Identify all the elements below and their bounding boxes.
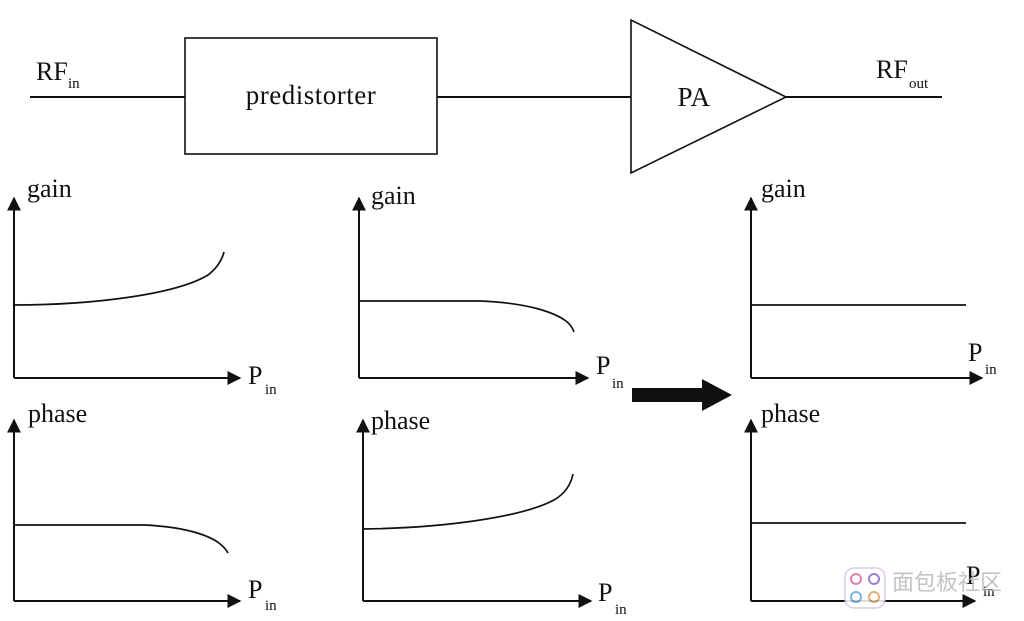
pa-amplifier-triangle	[630, 18, 788, 175]
phase-curve	[14, 524, 229, 554]
rf-out-label: RF	[876, 55, 908, 84]
x-axis-subscript: in	[612, 376, 624, 392]
rf-out-subscript: out	[909, 76, 929, 92]
y-axis-label: gain	[371, 181, 416, 210]
y-axis-label: gain	[27, 174, 72, 203]
watermark-logo: 面包板社区	[844, 567, 1002, 609]
predistorter-block	[184, 37, 438, 155]
x-axis-subscript: in	[985, 362, 997, 378]
predistorter-phase-plot: phase P in	[6, 399, 277, 614]
y-axis-label: gain	[761, 174, 806, 203]
block-diagram: RF in predistorter PA RF out	[30, 18, 942, 175]
x-axis-label: P	[596, 351, 610, 380]
gain-compression-curve	[359, 300, 575, 333]
y-axis-label: phase	[761, 399, 820, 428]
x-axis-subscript: in	[615, 602, 627, 618]
pa-label: PA	[677, 82, 710, 112]
watermark-text: 面包板社区	[892, 571, 1002, 596]
x-axis-label: P	[248, 361, 262, 390]
pa-gain-plot: gain P in	[352, 181, 624, 392]
rf-in-subscript: in	[68, 76, 80, 92]
gain-expansion-curve	[13, 251, 225, 306]
x-axis-label: P	[968, 338, 982, 367]
linearized-gain-plot: gain P in	[744, 174, 997, 385]
phase-curve	[362, 473, 574, 530]
x-axis-subscript: in	[983, 584, 995, 600]
x-axis-label: P	[966, 561, 980, 590]
predistorter-label: predistorter	[246, 80, 376, 110]
rf-in-label: RF	[36, 57, 68, 86]
x-axis-label: P	[248, 575, 262, 604]
watermark-logo-icon	[844, 567, 886, 609]
pa-phase-plot: phase P in	[356, 406, 627, 618]
x-axis-label: P	[598, 578, 612, 607]
result-arrow-icon	[632, 379, 732, 411]
y-axis-label: phase	[28, 399, 87, 428]
x-axis-subscript: in	[265, 382, 277, 398]
x-axis-subscript: in	[265, 598, 277, 614]
y-axis-label: phase	[371, 406, 430, 435]
predistorter-gain-plot: gain P in	[6, 174, 277, 398]
